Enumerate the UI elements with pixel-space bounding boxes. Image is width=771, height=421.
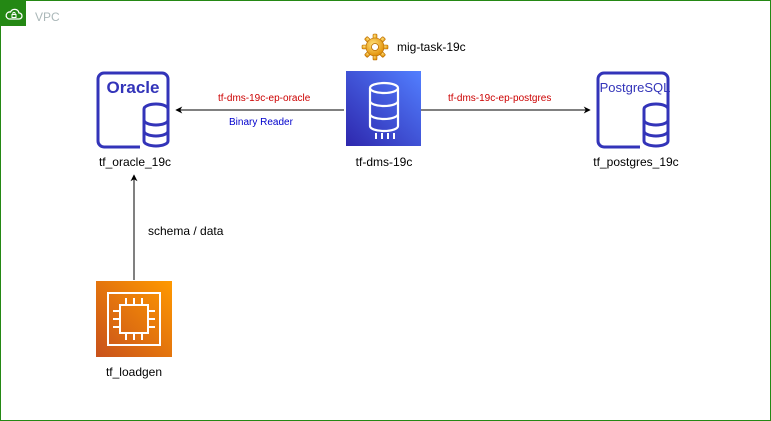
- ec2-instance-icon: [107, 292, 161, 346]
- task-label: mig-task-19c: [397, 40, 466, 54]
- oracle-database-icon: Oracle: [96, 71, 170, 149]
- edge-sublabel-binary-reader: Binary Reader: [229, 117, 293, 128]
- dms-database-icon: [368, 81, 400, 139]
- postgres-node[interactable]: PostgreSQL: [596, 71, 674, 149]
- edge-label-dms-postgres: tf-dms-19c-ep-postgres: [448, 93, 552, 104]
- vpc-label: VPC: [35, 10, 60, 24]
- vpc-badge: [1, 1, 26, 26]
- gear-icon: [361, 33, 389, 61]
- oracle-node[interactable]: Oracle: [96, 71, 174, 149]
- task-node[interactable]: [361, 33, 389, 61]
- loadgen-label: tf_loadgen: [105, 365, 163, 379]
- cloud-lock-icon: [5, 8, 23, 20]
- loadgen-node[interactable]: [96, 281, 172, 357]
- postgres-logo-text: PostgreSQL: [600, 80, 671, 95]
- dms-label: tf-dms-19c: [355, 155, 413, 169]
- oracle-logo-text: Oracle: [107, 78, 160, 97]
- oracle-label: tf_oracle_19c: [98, 155, 172, 169]
- edge-label-schema-data: schema / data: [148, 224, 224, 238]
- edge-label-dms-oracle: tf-dms-19c-ep-oracle: [218, 93, 311, 104]
- postgresql-database-icon: PostgreSQL: [596, 71, 671, 149]
- postgres-label: tf_postgres_19c: [593, 155, 679, 169]
- dms-node[interactable]: [346, 71, 421, 146]
